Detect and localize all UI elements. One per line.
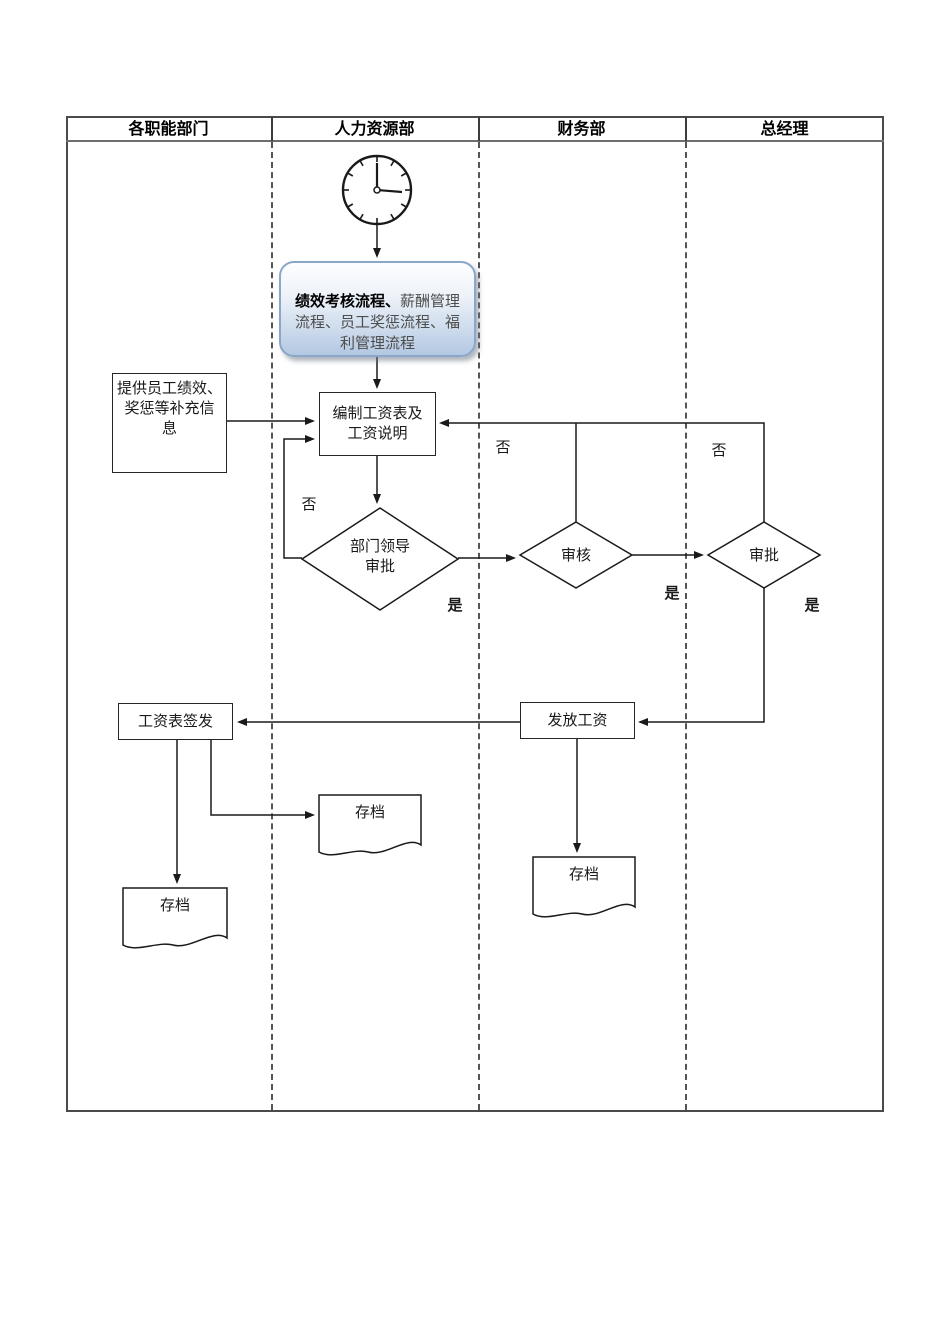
header-separator-3 xyxy=(685,117,687,141)
archive-functional-document xyxy=(122,887,228,949)
lane-header-finance-dept: 财务部 xyxy=(557,121,606,138)
finance-review-diamond xyxy=(518,521,634,589)
edge-label-dept-yes: 是 xyxy=(447,597,463,614)
edge-label-approval-no: 否 xyxy=(711,442,727,459)
trigger-processes-bold-text: 绩效考核流程、 xyxy=(294,293,400,310)
payroll-sign-off-box: 工资表签发 xyxy=(118,703,233,740)
compile-payroll-box: 编制工资表及 工资说明 xyxy=(319,392,436,456)
lane-separator-1 xyxy=(271,142,273,1110)
arrow-approval-yes-to-pay xyxy=(638,588,765,726)
dept-leader-approval-label: 部门领导 审批 xyxy=(349,538,410,575)
gm-approval-label: 审批 xyxy=(748,547,779,564)
archive-hr-document xyxy=(318,794,422,856)
arrow-dept-no-loop xyxy=(283,435,315,559)
provide-info-box: 提供员工绩效、 奖惩等补充信 息 xyxy=(112,373,227,473)
lane-header-functional-depts: 各职能部门 xyxy=(128,121,209,138)
edge-label-review-no: 否 xyxy=(495,439,511,456)
archive-finance-document xyxy=(532,856,636,918)
dept-leader-approval-diamond xyxy=(300,507,460,611)
lane-header-general-manager: 总经理 xyxy=(760,121,809,138)
archive-hr-label: 存档 xyxy=(354,804,385,821)
swimlane-frame xyxy=(66,116,884,1112)
arrow-no-feedback-to-compile xyxy=(439,419,765,522)
header-divider xyxy=(66,140,884,142)
pay-salary-box: 发放工资 xyxy=(520,702,635,739)
trigger-processes-rest-text: 薪酬管理 流程、员工奖惩流程、福 利管理流程 xyxy=(294,293,461,352)
trigger-processes-box: 绩效考核流程、薪酬管理 流程、员工奖惩流程、福 利管理流程 xyxy=(279,261,476,357)
edge-label-approval-yes: 是 xyxy=(804,597,820,614)
finance-review-label: 审核 xyxy=(560,547,591,564)
header-separator-1 xyxy=(271,117,273,141)
archive-functional-label: 存档 xyxy=(159,897,190,914)
clock-icon xyxy=(341,154,413,226)
arrow-signoff-to-archive-hr xyxy=(210,740,315,819)
header-separator-2 xyxy=(478,117,480,141)
edge-label-dept-no: 否 xyxy=(301,496,317,513)
edge-label-review-yes: 是 xyxy=(664,585,680,602)
archive-finance-label: 存档 xyxy=(568,866,599,883)
lane-separator-2 xyxy=(478,142,480,1110)
lane-separator-3 xyxy=(685,142,687,1110)
lane-header-hr-dept: 人力资源部 xyxy=(334,121,415,138)
